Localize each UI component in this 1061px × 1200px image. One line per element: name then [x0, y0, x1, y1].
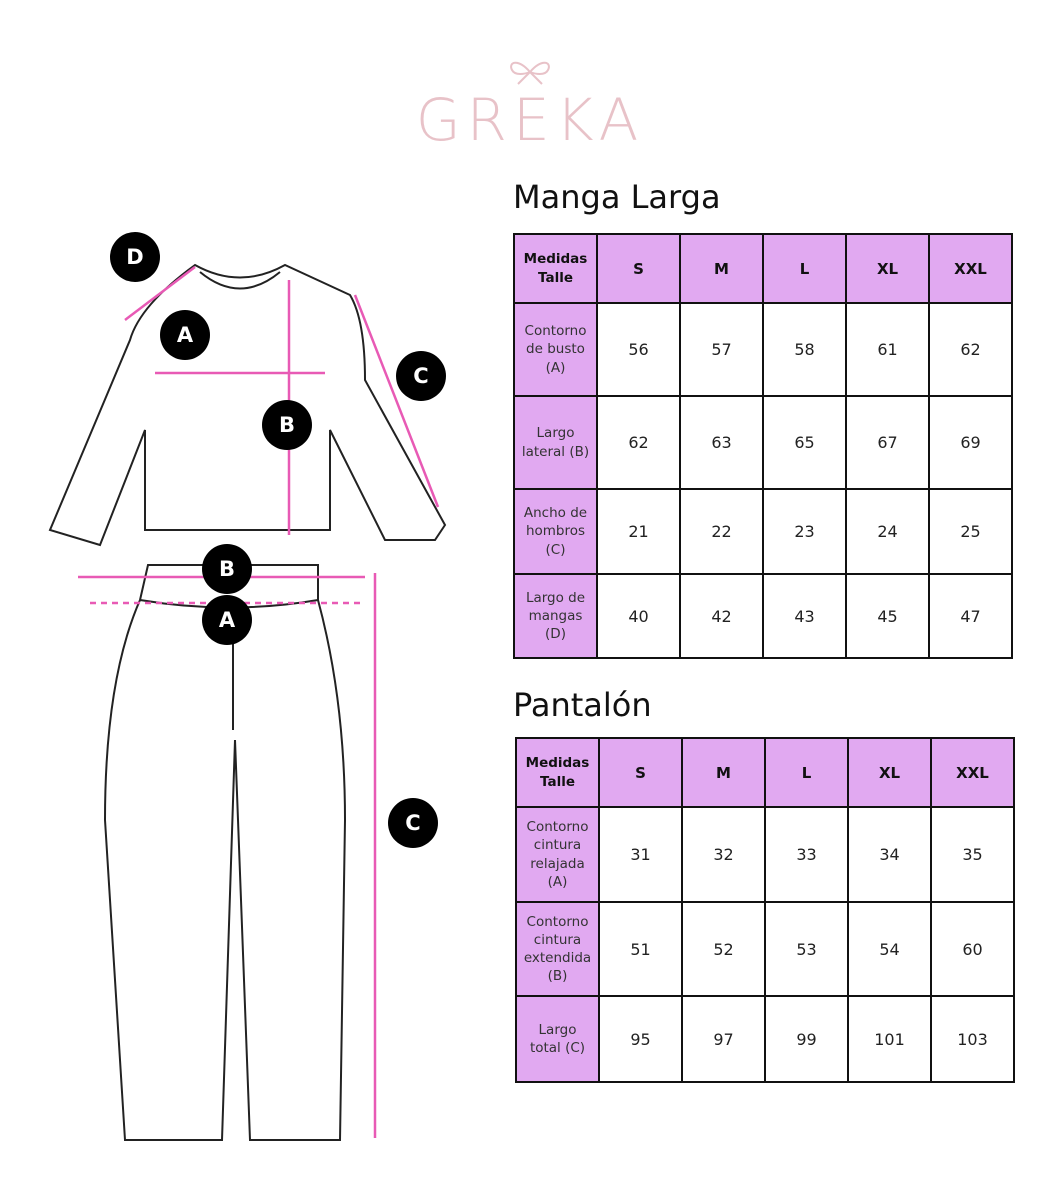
value-cell: 62: [596, 395, 681, 490]
row-label: Contorno cintura relajada (A): [515, 806, 600, 903]
value-cell: 99: [764, 995, 849, 1083]
row-label: Largo lateral (B): [513, 395, 598, 490]
row-label: Contorno de busto (A): [513, 302, 598, 397]
label-badge-c: C: [396, 351, 446, 401]
value-cell: 95: [598, 995, 683, 1083]
section-title-manga-larga: Manga Larga: [513, 178, 721, 216]
value-cell: 63: [679, 395, 764, 490]
value-cell: 32: [681, 806, 766, 903]
label-badge-a: A: [160, 310, 210, 360]
value-cell: 67: [845, 395, 930, 490]
value-cell: 51: [598, 901, 683, 997]
pants-badge-c: C: [388, 798, 438, 848]
value-cell: 45: [845, 573, 930, 659]
value-cell: 54: [847, 901, 932, 997]
pants-badge-b: B: [202, 544, 252, 594]
size-header-l: L: [762, 233, 847, 304]
value-cell: 31: [598, 806, 683, 903]
value-cell: 23: [762, 488, 847, 575]
value-cell: 97: [681, 995, 766, 1083]
value-cell: 42: [679, 573, 764, 659]
corner-cell: Medidas Talle: [515, 737, 600, 808]
size-header-m: M: [681, 737, 766, 808]
value-cell: 61: [845, 302, 930, 397]
value-cell: 60: [930, 901, 1015, 997]
value-cell: 21: [596, 488, 681, 575]
row-label: Largo total (C): [515, 995, 600, 1083]
value-cell: 103: [930, 995, 1015, 1083]
row-label: Ancho de hombros (C): [513, 488, 598, 575]
value-cell: 62: [928, 302, 1013, 397]
row-label: Contorno cintura extendida (B): [515, 901, 600, 997]
brand-logo: GREKA: [400, 50, 660, 154]
pants-badge-a: A: [202, 595, 252, 645]
label-badge-d: D: [110, 232, 160, 282]
size-header-s: S: [598, 737, 683, 808]
value-cell: 53: [764, 901, 849, 997]
value-cell: 101: [847, 995, 932, 1083]
value-cell: 43: [762, 573, 847, 659]
value-cell: 65: [762, 395, 847, 490]
value-cell: 58: [762, 302, 847, 397]
value-cell: 34: [847, 806, 932, 903]
value-cell: 52: [681, 901, 766, 997]
value-cell: 22: [679, 488, 764, 575]
bow-icon: [510, 61, 550, 85]
value-cell: 47: [928, 573, 1013, 659]
row-label: Largo de mangas (D): [513, 573, 598, 659]
label-badge-b: B: [262, 400, 312, 450]
corner-cell: Medidas Talle: [513, 233, 598, 304]
size-header-xxl: XXL: [930, 737, 1015, 808]
section-title-pantalon: Pantalón: [513, 686, 652, 724]
size-header-l: L: [764, 737, 849, 808]
size-header-m: M: [679, 233, 764, 304]
value-cell: 25: [928, 488, 1013, 575]
value-cell: 69: [928, 395, 1013, 490]
size-header-s: S: [596, 233, 681, 304]
value-cell: 24: [845, 488, 930, 575]
brand-name: GREKA: [415, 86, 645, 154]
pajama-illustration: [48, 263, 447, 1141]
value-cell: 40: [596, 573, 681, 659]
size-header-xl: XL: [847, 737, 932, 808]
value-cell: 56: [596, 302, 681, 397]
value-cell: 33: [764, 806, 849, 903]
size-header-xl: XL: [845, 233, 930, 304]
value-cell: 35: [930, 806, 1015, 903]
size-header-xxl: XXL: [928, 233, 1013, 304]
value-cell: 57: [679, 302, 764, 397]
